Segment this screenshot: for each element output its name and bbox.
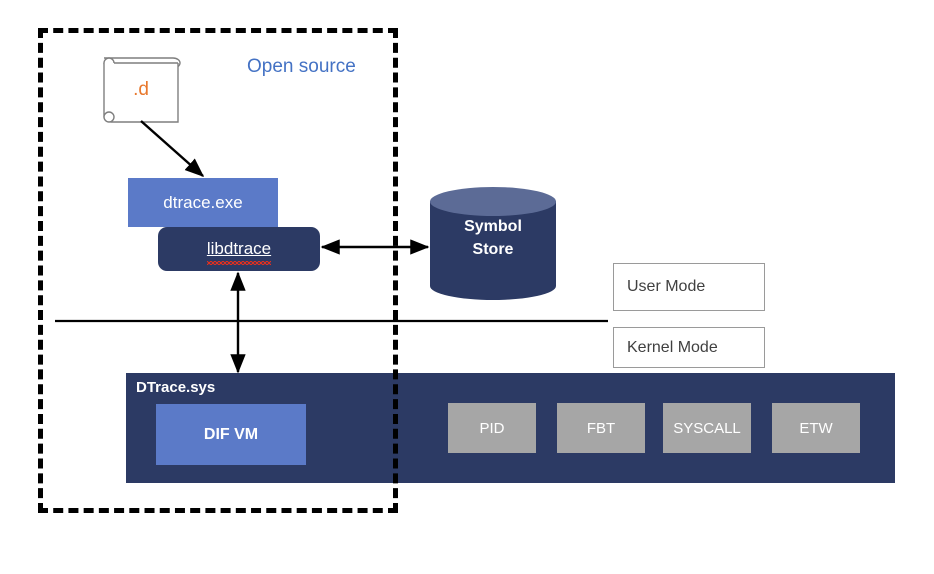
symbol-store-label: Symbol Store — [430, 215, 556, 261]
user-mode-label: User Mode — [627, 278, 706, 295]
libdtrace-label: libdtrace — [206, 239, 272, 265]
provider-label-fbt: FBT — [586, 419, 616, 437]
symbol-store-label-line2: Store — [472, 241, 514, 258]
symbol-store-label-line1: Symbol — [464, 218, 522, 235]
dif-vm-label: DIF VM — [203, 425, 259, 443]
open-source-label: Open source — [247, 56, 356, 77]
dtrace-exe-box: dtrace.exe — [128, 178, 278, 227]
provider-box-pid: PID — [448, 403, 536, 453]
user-mode-label-box: User Mode — [613, 263, 765, 311]
symbol-store-cylinder: Symbol Store — [430, 187, 556, 300]
arrow-script-to-dtrace — [140, 120, 205, 177]
provider-label-pid: PID — [479, 419, 505, 437]
provider-label-syscall: SYSCALL — [673, 419, 741, 437]
provider-label-etw: ETW — [799, 419, 833, 437]
libdtrace-box: libdtrace — [158, 227, 320, 271]
dtrace-sys-label: DTrace.sys — [136, 379, 216, 396]
provider-box-fbt: FBT — [557, 403, 645, 453]
scroll-icon: .d — [99, 53, 183, 127]
kernel-mode-label: Kernel Mode — [627, 338, 718, 356]
kernel-mode-label-box: Kernel Mode — [613, 327, 765, 368]
dif-vm-box: DIF VM — [156, 404, 306, 465]
dtrace-exe-label: dtrace.exe — [163, 192, 243, 212]
provider-box-syscall: SYSCALL — [663, 403, 751, 453]
cylinder-top — [430, 187, 556, 216]
provider-box-etw: ETW — [772, 403, 860, 453]
script-file-label: .d — [133, 79, 149, 100]
